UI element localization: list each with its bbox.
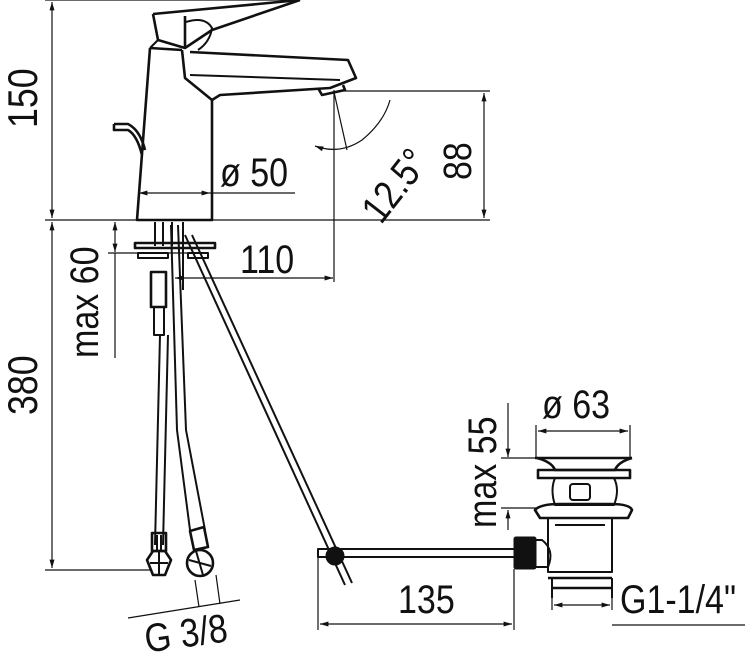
dim-380-lines xyxy=(45,222,150,571)
dim-max60-lines xyxy=(108,222,190,358)
dim-o63-lines xyxy=(535,425,631,457)
label-max-deck-thickness: max 60 xyxy=(63,246,107,358)
label-total-height: 150 xyxy=(0,68,46,128)
spout xyxy=(180,49,358,102)
label-hose-length: 380 xyxy=(0,355,46,415)
pop-up-lift-rod xyxy=(112,122,147,156)
lever-handle xyxy=(151,0,301,51)
pop-up-waste xyxy=(513,456,634,598)
dim-150-lines xyxy=(45,0,490,221)
label-waste-thread: G1-1/4" xyxy=(620,578,737,622)
label-spout-height: 88 xyxy=(436,142,480,180)
dim-max55-lines xyxy=(501,403,536,530)
dim-88-lines xyxy=(340,90,490,218)
dim-110-lines xyxy=(175,90,335,282)
flexible-hoses xyxy=(145,224,215,578)
dim-angle-lines xyxy=(314,91,391,152)
label-spout-reach: 110 xyxy=(240,238,295,282)
label-waste-max-thickness: max 55 xyxy=(461,416,505,528)
label-waste-diameter: ø 63 xyxy=(542,383,611,427)
label-rod-length: 135 xyxy=(398,578,455,622)
dim-g114-lines xyxy=(551,598,745,626)
dim-g38-lines xyxy=(127,574,241,619)
dim-135-lines xyxy=(317,557,515,630)
linkage-rod xyxy=(184,234,519,586)
label-body-diameter: ø 50 xyxy=(220,151,289,195)
